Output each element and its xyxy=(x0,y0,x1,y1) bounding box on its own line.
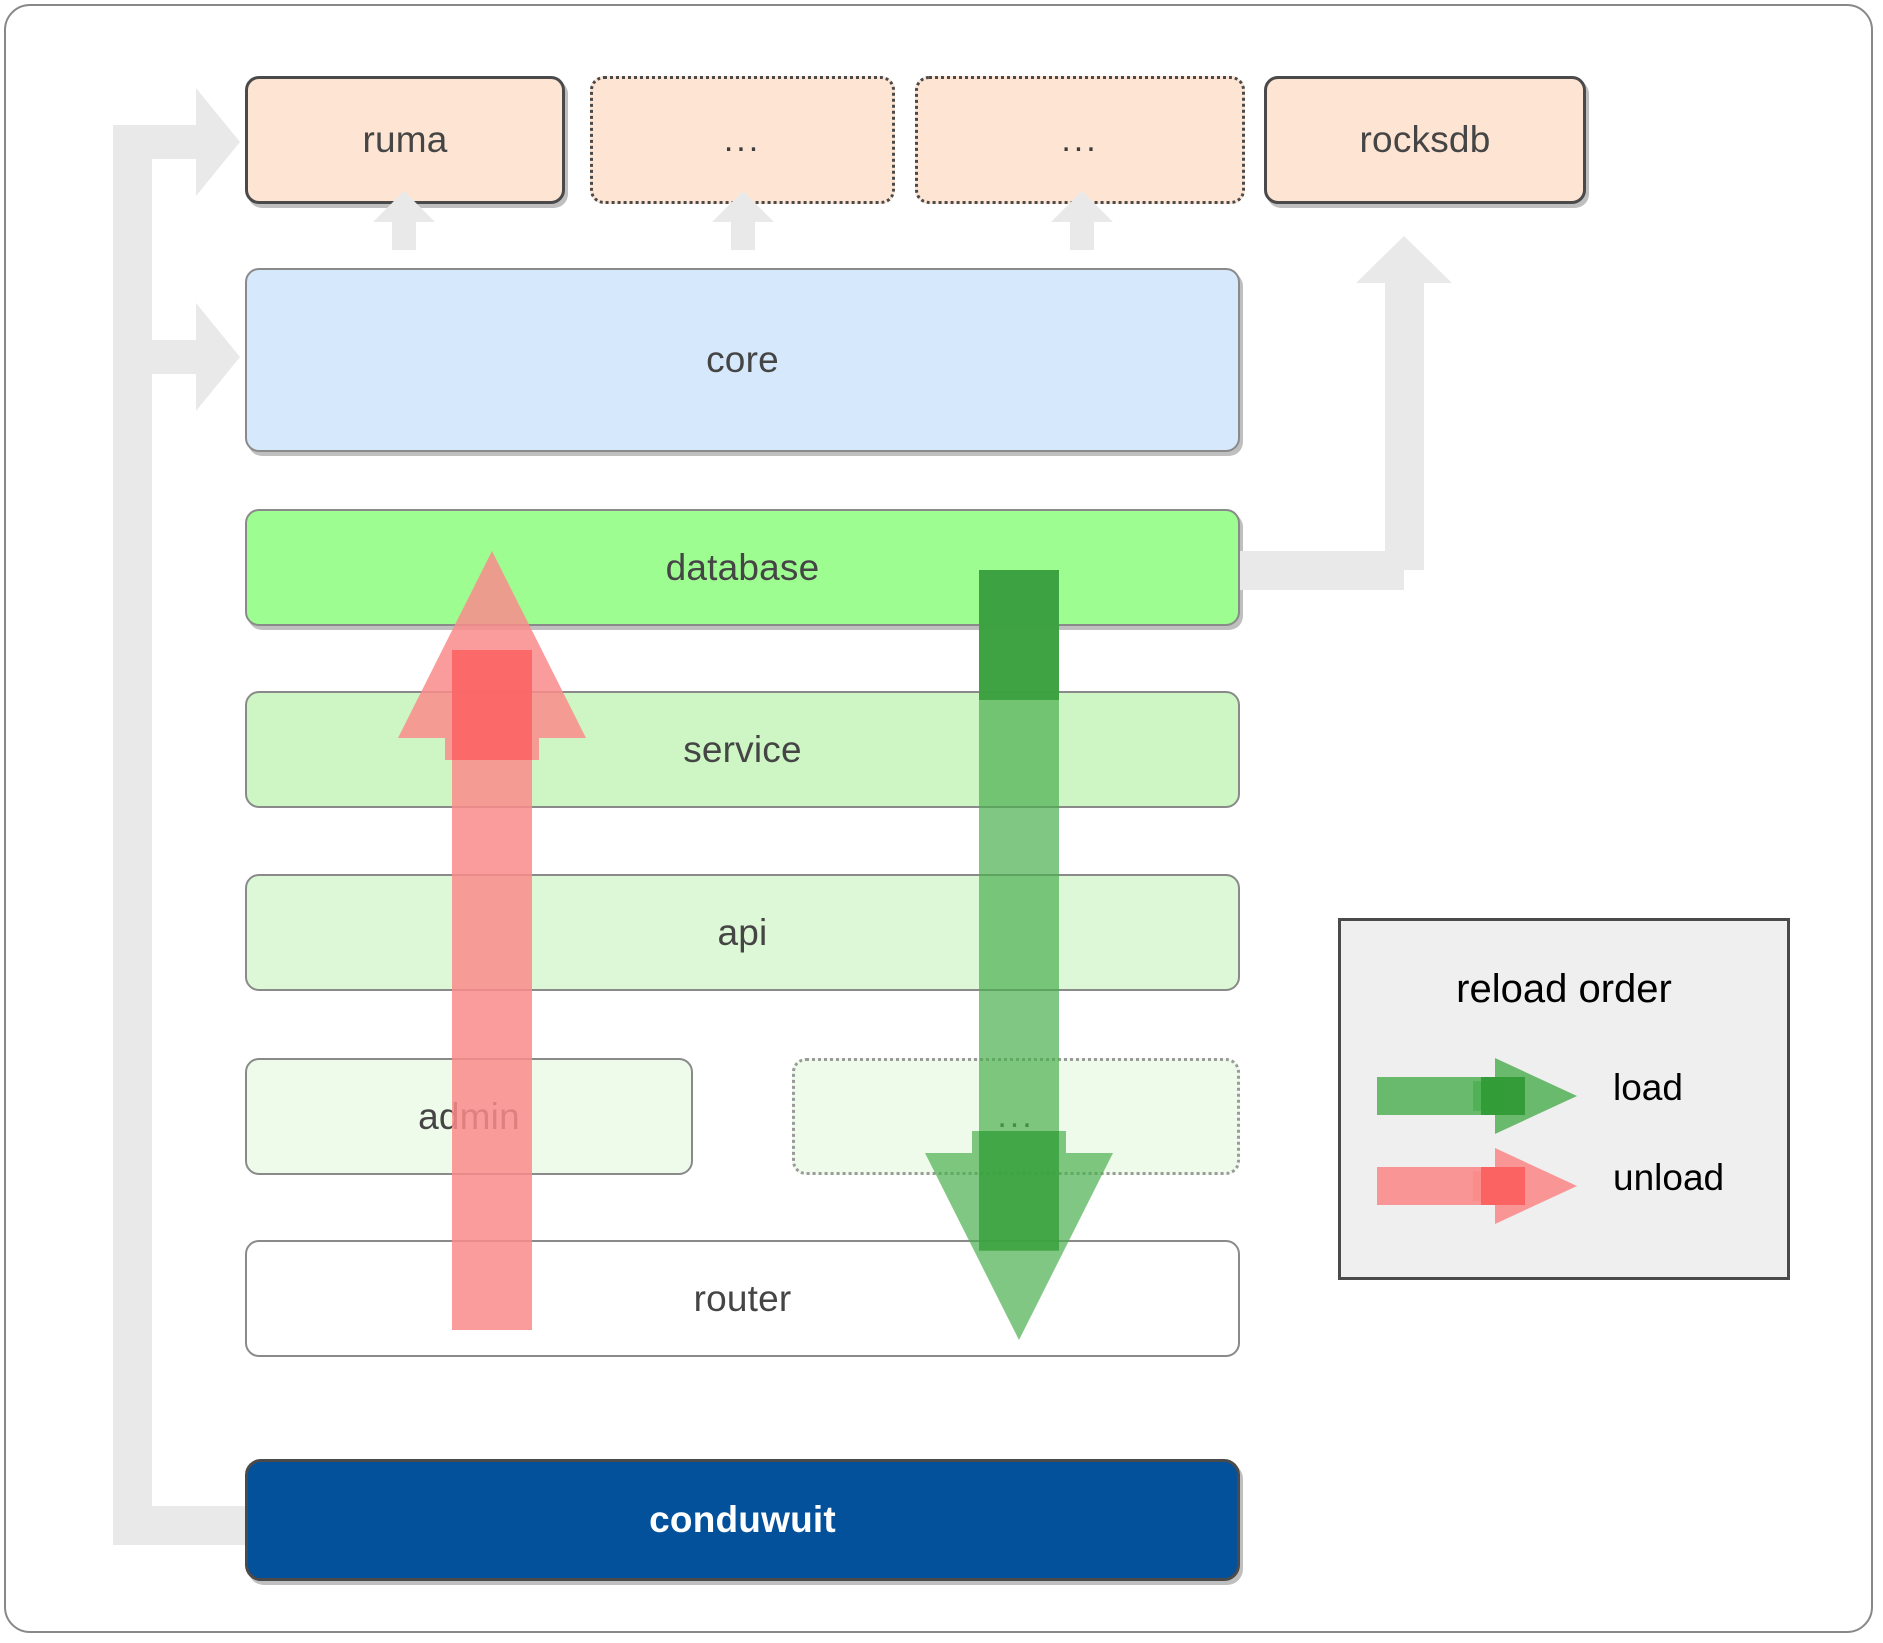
layer-label-service: service xyxy=(683,728,802,770)
legend-panel: reload order load unload xyxy=(1338,918,1790,1280)
layer-box-core[interactable]: core xyxy=(245,268,1240,452)
crate-box-ellipsis-2[interactable]: ... xyxy=(915,76,1245,204)
layer-box-router[interactable]: router xyxy=(245,1240,1240,1357)
layer-box-admin[interactable]: admin xyxy=(245,1058,693,1175)
unload-legend-icon xyxy=(1377,1148,1577,1224)
crate-box-ruma[interactable]: ruma xyxy=(245,76,565,204)
crate-label-ellipsis-1: ... xyxy=(723,120,762,159)
layer-label-admin: admin xyxy=(418,1095,520,1137)
legend-label-load: load xyxy=(1613,1067,1683,1108)
binary-box-conduwuit[interactable]: conduwuit xyxy=(245,1459,1240,1581)
legend-label-unload: unload xyxy=(1613,1157,1725,1198)
layer-label-ellipsis: ... xyxy=(997,1097,1035,1135)
crate-box-ellipsis-1[interactable]: ... xyxy=(590,76,895,204)
layer-label-router: router xyxy=(693,1277,792,1319)
layer-label-api: api xyxy=(717,911,768,953)
binary-label-conduwuit: conduwuit xyxy=(649,1499,836,1540)
layer-box-ellipsis[interactable]: ... xyxy=(792,1058,1240,1175)
crate-label-rocksdb: rocksdb xyxy=(1359,119,1491,160)
layer-box-database[interactable]: database xyxy=(245,509,1240,626)
legend-title: reload order xyxy=(1456,967,1672,1011)
crate-label-ellipsis-2: ... xyxy=(1061,120,1099,159)
layer-label-core: core xyxy=(706,339,779,380)
layer-box-service[interactable]: service xyxy=(245,691,1240,808)
legend-row-load: load xyxy=(1341,1051,1787,1141)
layer-box-api[interactable]: api xyxy=(245,874,1240,991)
load-legend-icon xyxy=(1377,1058,1577,1134)
crate-box-rocksdb[interactable]: rocksdb xyxy=(1264,76,1586,204)
crate-label-ruma: ruma xyxy=(362,119,448,160)
legend-row-unload: unload xyxy=(1341,1141,1787,1231)
layer-label-database: database xyxy=(665,546,820,588)
diagram-frame xyxy=(4,4,1873,1633)
